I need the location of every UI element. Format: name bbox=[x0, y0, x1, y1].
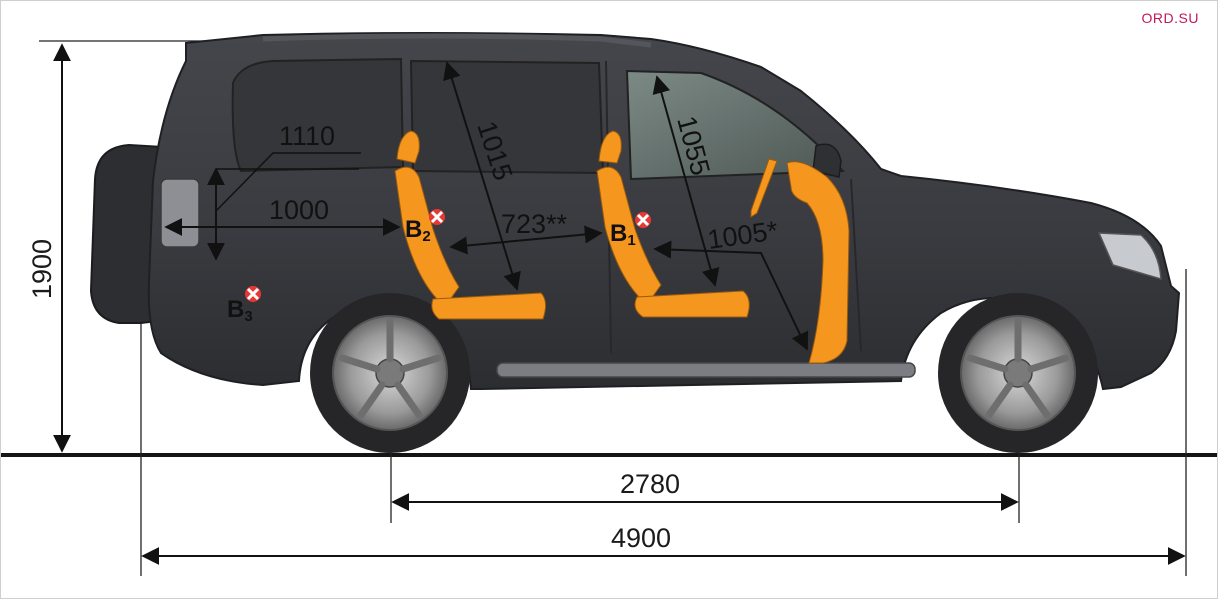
side-mirror bbox=[812, 143, 842, 178]
seat-label-third: B3 bbox=[227, 296, 253, 325]
rear-wheel bbox=[310, 293, 470, 453]
dashboard-steering bbox=[750, 158, 850, 364]
tail-light bbox=[160, 178, 200, 248]
legroom-between-rows-arrow bbox=[449, 225, 603, 255]
second-row-seat bbox=[394, 130, 547, 320]
rear-width-leader bbox=[215, 152, 361, 212]
seat-marker-third bbox=[245, 286, 261, 302]
seat-marker-front bbox=[635, 212, 651, 228]
seat-label-front: B1 bbox=[610, 220, 636, 249]
roof-rail bbox=[262, 33, 652, 48]
wheelbase-label: 2780 bbox=[620, 469, 680, 499]
front-legroom-arrow bbox=[653, 240, 809, 351]
rear-cargo-label: 1000 bbox=[269, 195, 329, 225]
overall-length-label: 4900 bbox=[611, 523, 671, 553]
legroom-between-rows-label: 723** bbox=[501, 209, 568, 239]
watermark: ORD.SU bbox=[1141, 10, 1199, 26]
height-label: 1900 bbox=[27, 239, 57, 299]
door-line-front bbox=[850, 178, 862, 352]
rear-width-label: 1110 bbox=[279, 121, 335, 151]
headlight bbox=[1097, 232, 1162, 281]
seat-marker-second bbox=[429, 209, 445, 225]
seat-label-second: B2 bbox=[405, 216, 431, 245]
rear-window bbox=[231, 57, 405, 173]
front-wheel bbox=[938, 293, 1098, 453]
side-step bbox=[496, 362, 916, 378]
